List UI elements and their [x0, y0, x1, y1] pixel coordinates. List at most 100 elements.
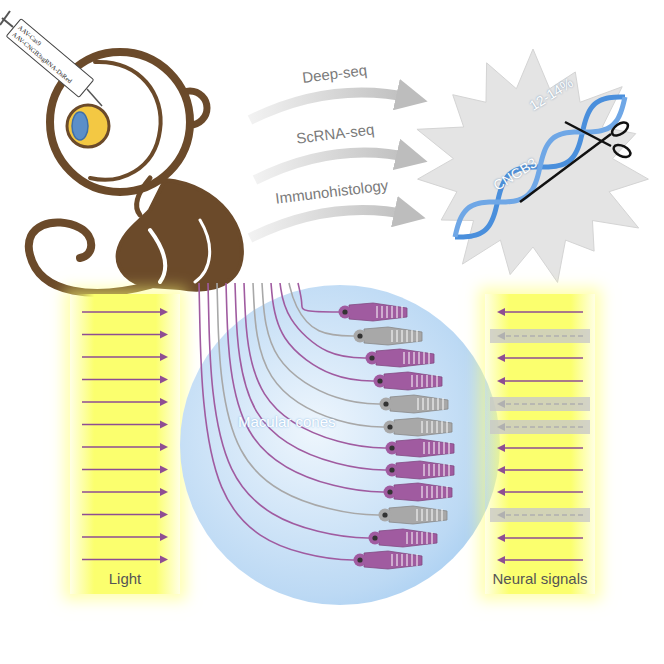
- disc-stripe: [432, 375, 433, 387]
- signal-arrow: [82, 469, 164, 471]
- cone-nucleus: [342, 309, 347, 314]
- signal-arrow: [501, 447, 583, 449]
- cone-segment: [364, 327, 422, 345]
- region-label: Macular cones: [238, 413, 336, 430]
- arrow-head: [160, 511, 168, 519]
- disc-stripe: [417, 532, 418, 544]
- cone-soma: [386, 464, 399, 477]
- cone-soma: [354, 554, 367, 567]
- dna-strand: [455, 97, 625, 237]
- disc-stripe: [449, 442, 450, 454]
- disc-stripe: [402, 554, 403, 566]
- arrow-head: [497, 534, 505, 542]
- cone-nucleus: [389, 467, 394, 472]
- disc-stripe: [414, 352, 415, 364]
- cone-segment: [389, 506, 447, 524]
- signal-arrow: [501, 491, 583, 493]
- cone-axon: [289, 283, 360, 336]
- arrow-head: [160, 533, 168, 541]
- disc-stripe: [429, 464, 430, 476]
- monkey-leg: [150, 230, 165, 282]
- dimmed-row: [490, 329, 590, 343]
- disc-stripe: [438, 398, 439, 410]
- vector-name: AAV-Cas9: [16, 23, 89, 86]
- disc-stripe: [424, 442, 425, 454]
- cone-soma: [384, 486, 397, 499]
- cone-axon: [280, 283, 372, 358]
- signal-arrows: [485, 294, 595, 594]
- signal-arrow: [82, 334, 164, 336]
- disc-stripe: [444, 464, 445, 476]
- result-starburst: 12-14%CNGB3: [415, 42, 655, 292]
- disc-stripe: [392, 306, 393, 318]
- disc-stripe: [407, 554, 408, 566]
- signal-arrow: [82, 514, 164, 516]
- disc-stripe: [447, 421, 448, 433]
- disc-stripe: [427, 375, 428, 387]
- disc-stripe: [382, 306, 383, 318]
- cone-segment: [379, 529, 437, 547]
- cone-nucleus: [372, 535, 377, 540]
- disc-stripe: [443, 398, 444, 410]
- band-label: Neural signals: [485, 570, 595, 587]
- scissors-icon: [520, 120, 632, 202]
- cone-nucleus: [357, 557, 362, 562]
- signal-band: Neural signals: [485, 294, 595, 594]
- monkey-figure: [29, 52, 242, 293]
- disc-stripe: [423, 398, 424, 410]
- signal-arrow: [501, 311, 583, 313]
- disc-stripe: [397, 330, 398, 342]
- process-arrow: [255, 152, 412, 180]
- arrow-head: [497, 423, 505, 431]
- signal-arrow: [501, 335, 583, 337]
- cone-soma: [374, 375, 387, 388]
- arrow-head: [160, 556, 168, 564]
- signal-arrow: [501, 426, 583, 428]
- disc-stripe: [442, 486, 443, 498]
- dimmed-row: [490, 397, 590, 411]
- cone-soma: [386, 442, 399, 455]
- monkey-chin: [137, 178, 150, 215]
- arrow-head: [497, 354, 505, 362]
- signal-arrow: [501, 537, 583, 539]
- disc-stripe: [422, 421, 423, 433]
- disc-stripe: [449, 464, 450, 476]
- cone-soma: [354, 330, 367, 343]
- cone-nucleus: [369, 355, 374, 360]
- disc-stripe: [409, 352, 410, 364]
- disc-stripe: [447, 486, 448, 498]
- signal-arrows: [70, 294, 180, 594]
- vector-name: AAV-CNGB3sgRNA-DsRed: [11, 30, 84, 93]
- cone-cells: [180, 285, 500, 605]
- signal-arrow: [501, 559, 583, 561]
- dimmed-row: [490, 420, 590, 434]
- cone-axon: [199, 283, 360, 560]
- arrow-head: [497, 556, 505, 564]
- signal-arrow: [501, 380, 583, 382]
- disc-stripe: [404, 352, 405, 364]
- disc-stripe: [427, 532, 428, 544]
- disc-stripe: [432, 486, 433, 498]
- signal-arrow: [82, 311, 164, 313]
- process-arrows: [250, 92, 412, 238]
- disc-stripe: [437, 509, 438, 521]
- arrow-head: [160, 308, 168, 316]
- disc-stripe: [439, 442, 440, 454]
- disc-stripe: [412, 532, 413, 544]
- process-arrow: [250, 92, 412, 120]
- signal-arrow: [501, 469, 583, 471]
- disc-stripe: [422, 486, 423, 498]
- arrow-head: [160, 331, 168, 339]
- arrow-head: [497, 511, 505, 519]
- cone-segment: [396, 461, 454, 479]
- disc-stripe: [442, 509, 443, 521]
- signal-arrow: [501, 403, 583, 405]
- signal-arrow: [501, 514, 583, 516]
- signal-arrow: [82, 401, 164, 403]
- cone-soma: [366, 352, 379, 365]
- disc-stripe: [422, 532, 423, 544]
- cone-segment: [364, 551, 422, 569]
- arrow-head: [160, 466, 168, 474]
- cone-segment: [376, 349, 434, 367]
